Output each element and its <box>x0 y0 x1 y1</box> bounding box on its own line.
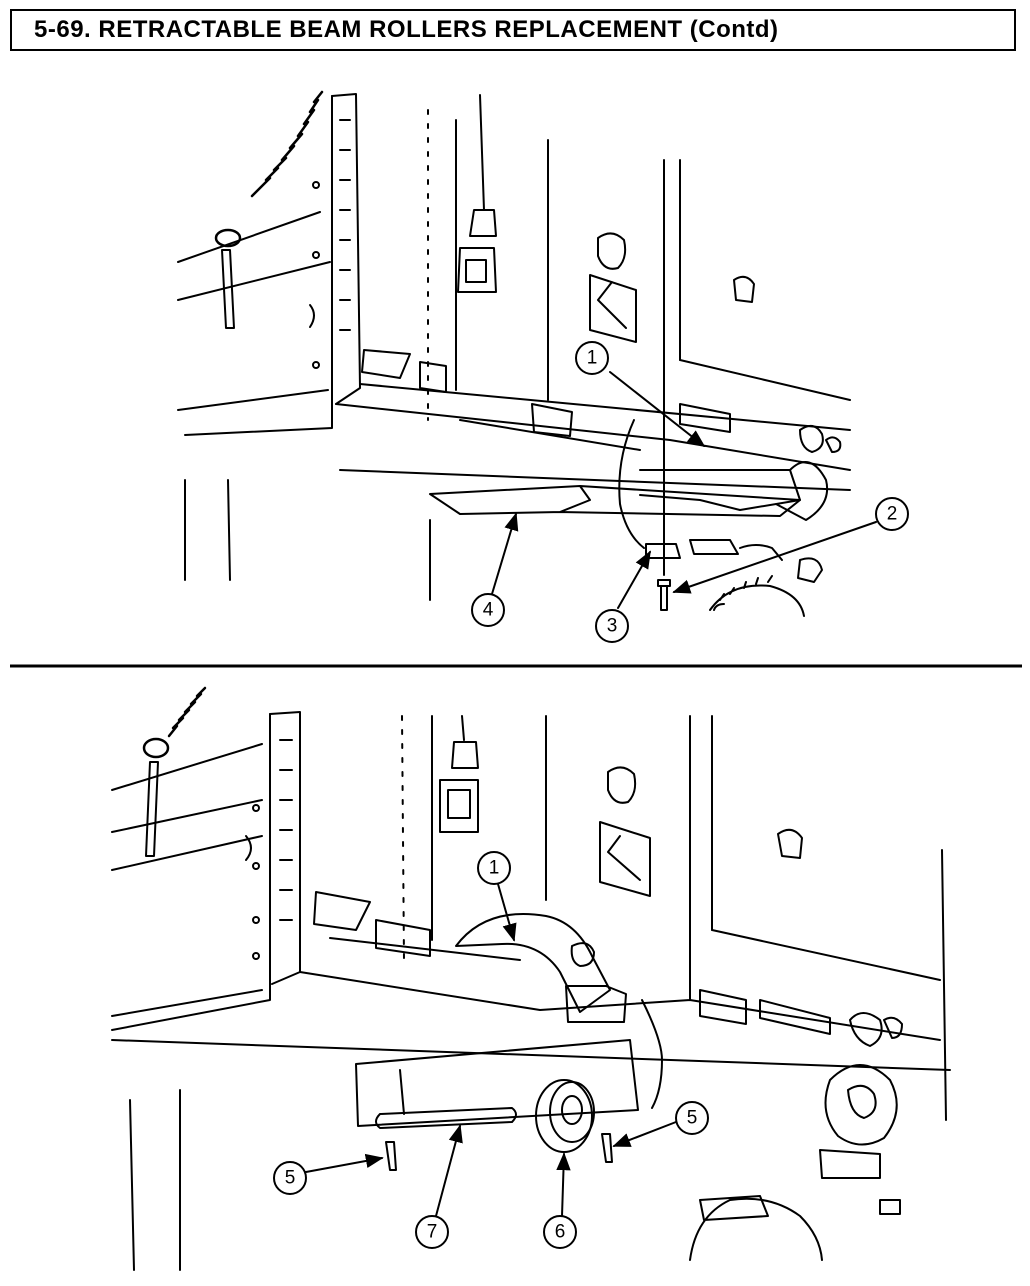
callout-label: 1 <box>489 858 500 879</box>
callout-5-left-bottom: 5 <box>273 1161 307 1195</box>
roller-pin-bottom <box>375 1107 517 1129</box>
callout-label: 1 <box>587 348 598 369</box>
chain-pin-top <box>221 249 235 329</box>
callout-2-top: 2 <box>875 497 909 531</box>
leader-5-left-bottom <box>305 1153 384 1173</box>
callouts-bottom: 1 5 5 6 7 <box>273 851 709 1249</box>
callout-3-top: 3 <box>595 609 629 643</box>
callouts-top: 1 2 3 4 <box>471 341 909 643</box>
chain-bottom <box>142 686 207 759</box>
beam-cutout-top <box>639 461 828 521</box>
leader-7-bottom <box>435 1124 463 1217</box>
cam-ring-bottom <box>824 1064 898 1146</box>
floor-top <box>335 359 851 471</box>
rear-posts-top <box>455 119 681 431</box>
chain-top <box>214 90 324 248</box>
callout-6-bottom: 6 <box>543 1215 577 1249</box>
callout-1-top: 1 <box>575 341 609 375</box>
callout-label: 7 <box>427 1222 438 1243</box>
placard-bottom <box>599 766 651 897</box>
bottom-figure <box>111 686 951 1271</box>
hinge-strip-bottom <box>269 711 301 985</box>
callout-4-top: 4 <box>471 593 505 627</box>
page-title: 5-69. RETRACTABLE BEAM ROLLERS REPLACEME… <box>34 16 779 43</box>
leader-6-bottom <box>556 1152 571 1217</box>
title-box: 5-69. RETRACTABLE BEAM ROLLERS REPLACEME… <box>10 9 1016 51</box>
callout-1-bottom: 1 <box>477 851 511 885</box>
callout-label: 4 <box>483 600 494 621</box>
callout-7-bottom: 7 <box>415 1215 449 1249</box>
cable-connector-top <box>457 94 497 293</box>
leader-1-top <box>609 371 706 448</box>
beam-part-top <box>429 485 801 517</box>
leader-1-bottom <box>497 883 517 942</box>
placard-top <box>589 232 637 343</box>
callout-label: 5 <box>687 1108 698 1129</box>
beam-bracket-bottom <box>455 913 627 1023</box>
callout-label: 5 <box>285 1168 296 1189</box>
cotter-pin-right <box>601 1133 613 1163</box>
right-hardware-top <box>679 403 842 453</box>
left-panel-top <box>177 95 333 436</box>
leader-5-right-bottom <box>612 1121 677 1147</box>
rear-posts-bottom <box>431 715 947 1121</box>
callout-label: 6 <box>555 1222 566 1243</box>
gear-bottom <box>689 1149 901 1261</box>
top-figure <box>177 90 877 617</box>
roller-frame-bottom <box>355 1039 639 1127</box>
hinge-strip-top <box>331 93 361 405</box>
left-panel-bottom <box>111 713 271 1031</box>
cotter-pin-left <box>385 1141 397 1171</box>
callout-5-right-bottom: 5 <box>675 1101 709 1135</box>
floor-bottom <box>299 929 941 1041</box>
leader-2-top <box>672 521 877 594</box>
leader-3-top <box>617 550 651 609</box>
right-hardware-bottom <box>699 989 903 1047</box>
leader-4-top <box>491 512 519 595</box>
roller-wheel-bottom <box>535 1079 595 1153</box>
gear-top <box>709 575 805 617</box>
callout-label: 3 <box>607 616 618 637</box>
screw-top <box>657 419 671 611</box>
cable-connector-bottom <box>439 715 479 833</box>
callout-label: 2 <box>887 504 898 525</box>
